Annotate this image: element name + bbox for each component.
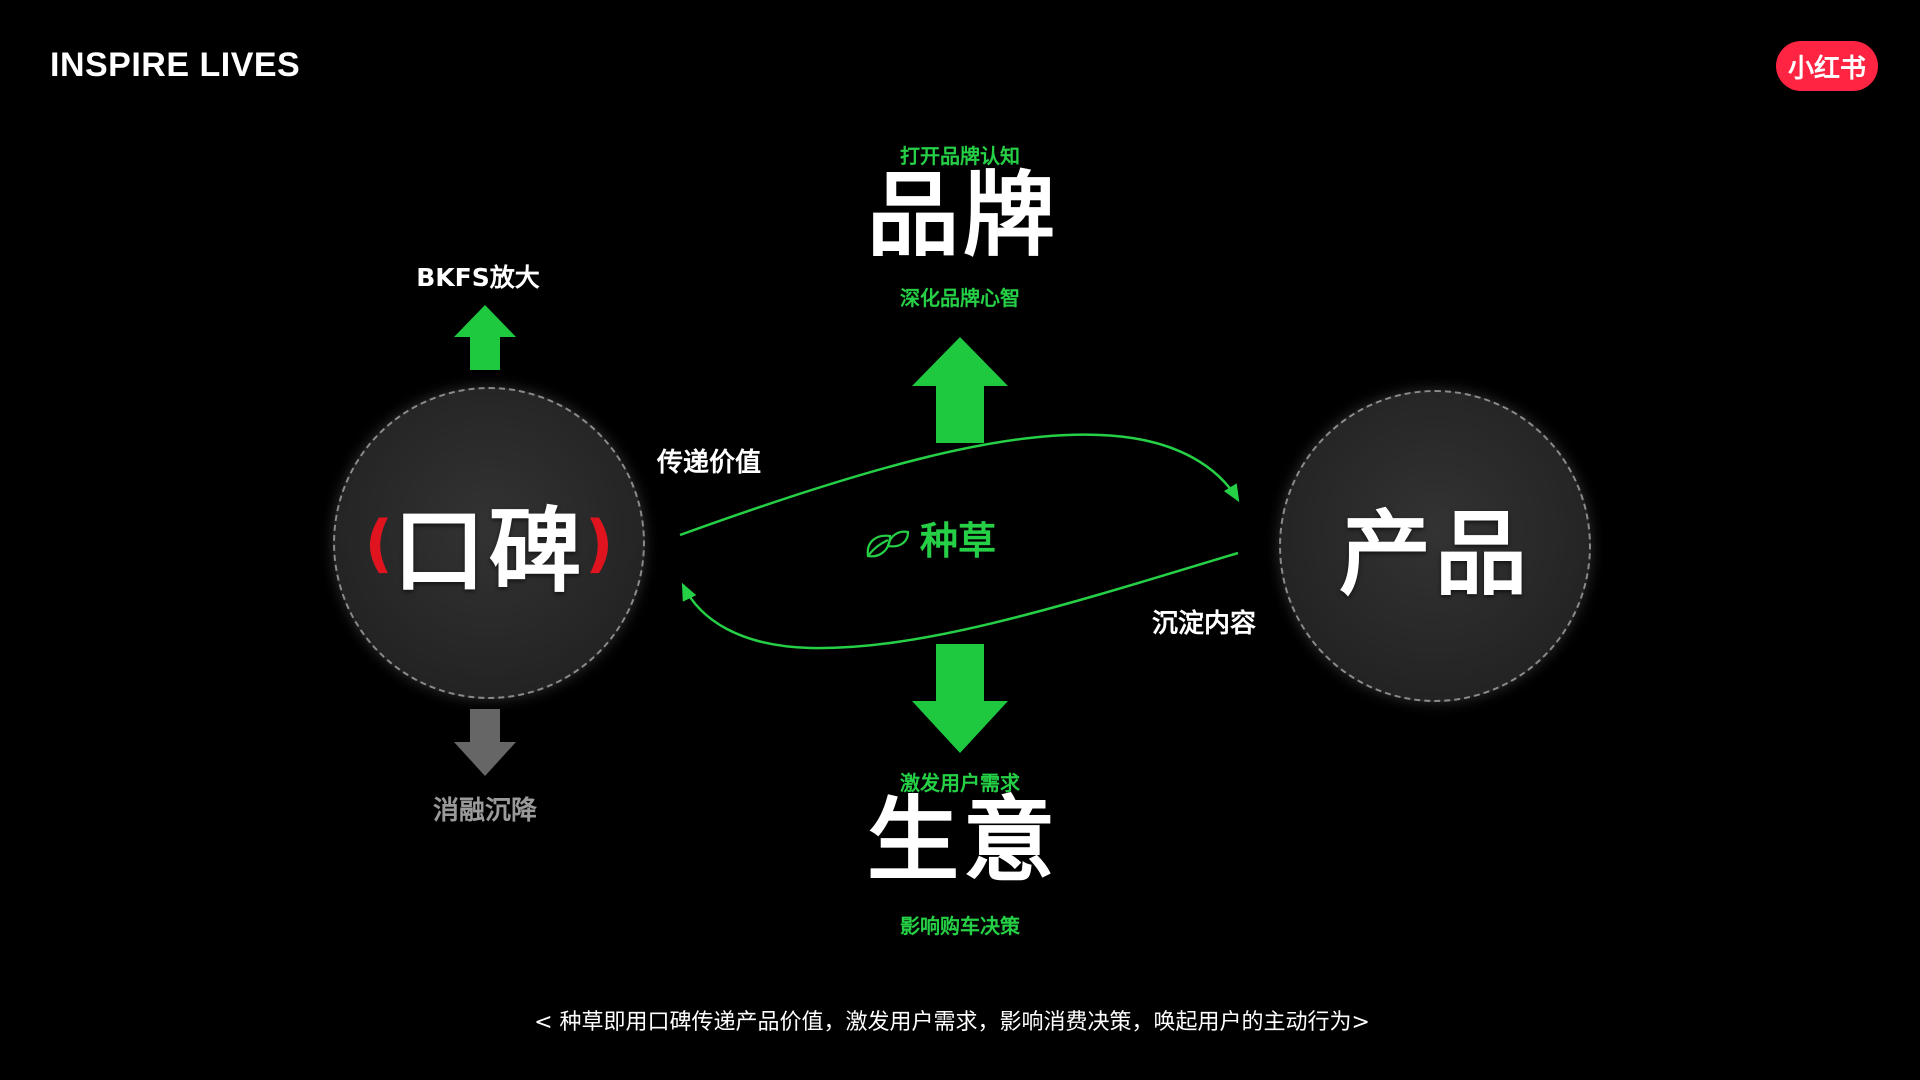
value-transfer-label: 传递价值	[657, 448, 762, 478]
xiaohongshu-logo: 小红书	[1776, 41, 1878, 91]
business-title: 生意	[866, 787, 1060, 894]
brand-up-arrow	[912, 337, 1008, 443]
product-node: 产品	[1279, 390, 1591, 702]
bkfs-up-arrow	[454, 305, 516, 370]
content-settle-label: 沉淀内容	[1152, 609, 1257, 639]
brand-caption-below: 深化品牌心智	[900, 286, 1020, 310]
brand-caption-above: 打开品牌认知	[900, 144, 1020, 168]
page-header-title: INSPIRE LIVES	[50, 46, 301, 84]
word-of-mouth-node: ( 口碑 )	[333, 387, 645, 699]
brand-title: 品牌	[866, 162, 1060, 269]
value-transfer-curve	[679, 433, 1240, 537]
business-down-arrow	[912, 644, 1008, 753]
dissolve-sink-label: 消融沉降	[432, 796, 538, 826]
leaf-icon	[866, 530, 910, 558]
footer-caption: < 种草即用口碑传递产品价值，激发用户需求，影响消费决策，唤起用户的主动行为>	[534, 1010, 1370, 1035]
content-settle-curve	[681, 551, 1239, 650]
word-of-mouth-label: 口碑	[392, 497, 585, 605]
bkfs-amplify-label: BKFS放大	[416, 263, 540, 292]
seeding-label: 种草	[920, 519, 997, 563]
right-paren: )	[585, 506, 614, 580]
product-label: 产品	[1338, 500, 1531, 608]
left-paren: (	[364, 506, 393, 580]
business-caption-above: 激发用户需求	[900, 771, 1020, 795]
business-caption-below: 影响购车决策	[900, 914, 1020, 938]
sink-down-arrow	[454, 709, 516, 776]
